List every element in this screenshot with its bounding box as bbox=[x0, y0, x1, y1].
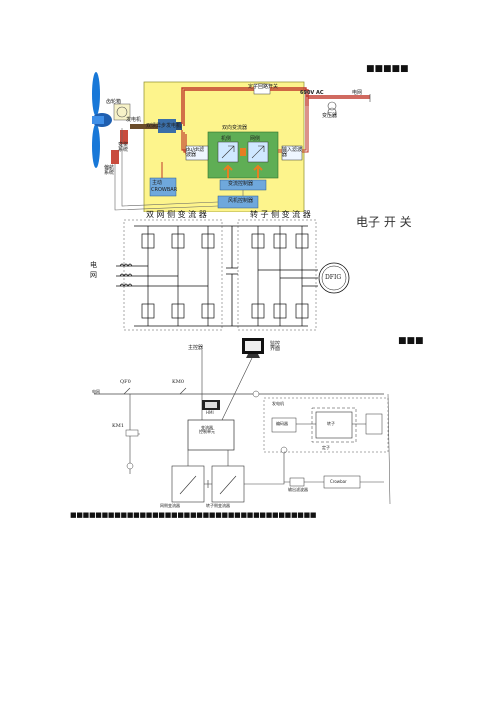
fig1-yaw-label: 偏航系统 bbox=[104, 165, 115, 176]
fig3-k-main: KM0 bbox=[172, 379, 185, 385]
fig1-rotor-filter: du/dt滤波器 bbox=[186, 147, 205, 158]
fig1-voltage-label: 690V AC bbox=[300, 90, 324, 96]
fig2-title-right: 转 子 侧 变 流 器 bbox=[250, 210, 311, 219]
fig3-q-main: QF0 bbox=[120, 379, 131, 385]
output-filter bbox=[289, 477, 305, 487]
fig1-converter-ctrl: 变流控制器 bbox=[228, 181, 254, 187]
fig3-crowbar: Crowbar bbox=[330, 479, 347, 484]
gearbox-block bbox=[113, 103, 131, 121]
transformer-coil-2 bbox=[327, 107, 337, 117]
generator-block bbox=[158, 119, 176, 133]
yaw-box bbox=[111, 150, 119, 164]
fig3-k-charge: KM1 bbox=[112, 423, 125, 429]
rotor-filter bbox=[185, 145, 209, 161]
fig3-screen: HMI bbox=[206, 410, 214, 415]
bottom-caption: ■■■■■■■■■■■■■■■■■■■■■■■■■■■■■■■■■■■■■■■ bbox=[70, 511, 317, 519]
fig3-rotor-box: 转子 bbox=[327, 421, 335, 426]
fig1-gearbox-label: 齿轮箱 bbox=[106, 99, 122, 105]
hub-nose bbox=[92, 116, 104, 124]
fig1-pitch-label: 变桨系统 bbox=[118, 142, 129, 153]
grid-filter bbox=[281, 145, 303, 161]
pitch-box bbox=[120, 130, 128, 144]
fig1-crowbar-label: 主动 bbox=[152, 180, 163, 186]
rotor-box bbox=[315, 411, 353, 439]
fig1-converter-title: 双向变流器 bbox=[222, 125, 248, 131]
fig1-rotor-side: 机侧 bbox=[221, 136, 232, 142]
fig3-encoder: 编码器 bbox=[276, 421, 288, 426]
fig1-crowbar-box: CROWBAR bbox=[151, 187, 178, 193]
figure-back-to-back-converter bbox=[116, 219, 350, 331]
mid-right-heading: ■■■ bbox=[398, 336, 424, 346]
grid-converter bbox=[171, 465, 205, 503]
charge-resistor bbox=[125, 429, 139, 437]
fig3-stator-side: 定子 bbox=[322, 445, 330, 450]
fig2-grid-label-1: 电 bbox=[90, 261, 97, 269]
fig2-title-left: 双 网 侧 变 流 器 bbox=[146, 210, 207, 219]
fig1-grid-label: 电网 bbox=[352, 90, 363, 96]
control-unit bbox=[187, 419, 235, 451]
stator-switch bbox=[253, 83, 271, 95]
fig3-gen-label: 发电机 bbox=[272, 401, 284, 406]
fig1-grid-side: 网侧 bbox=[250, 136, 261, 142]
fig2-side-text: 电子 开 关 bbox=[356, 215, 412, 229]
figure-control-diagram bbox=[94, 338, 391, 504]
fig3-grid-conv: 网侧变流器 bbox=[160, 503, 180, 508]
top-right-heading: ■■■■■ bbox=[366, 64, 409, 74]
fig1-shaft-label: 双馈异步发电机 bbox=[146, 123, 182, 129]
crowbar-box bbox=[149, 177, 177, 197]
fig1-stator-switch-label: 定子回路开关 bbox=[248, 84, 279, 90]
gearbox-box bbox=[365, 413, 383, 435]
rotor-converter bbox=[211, 465, 245, 503]
transformer-coil-1 bbox=[327, 101, 337, 111]
figure-wind-turbine-system bbox=[92, 72, 371, 212]
dfig-circle bbox=[318, 262, 350, 294]
fig2-dfig-label: DFIG bbox=[325, 274, 342, 281]
fig1-transformer-label: 变压器 bbox=[322, 113, 338, 119]
fig1-generator-label: 发电机 bbox=[126, 117, 142, 123]
fig2-grid-label-2: 网 bbox=[90, 271, 97, 279]
fig3-monitor: 监控 界面 bbox=[270, 341, 281, 352]
fig1-grid-filter: 输入滤波器 bbox=[282, 147, 303, 158]
fig1-main-ctrl: 风机控制器 bbox=[228, 198, 254, 204]
blade-bottom bbox=[92, 124, 100, 168]
fig3-filter: 输出滤波器 bbox=[288, 487, 308, 492]
fig3-center: 变流器 控制单元 bbox=[199, 425, 215, 434]
fig3-main-ctrl: 主控器 bbox=[188, 345, 204, 351]
shaft bbox=[130, 124, 158, 129]
fig3-rotor-conv: 转子侧变流器 bbox=[206, 503, 230, 508]
encoder-box bbox=[271, 417, 297, 433]
fig3-grid-in: 电网 bbox=[92, 389, 100, 394]
blade-top bbox=[92, 72, 100, 116]
